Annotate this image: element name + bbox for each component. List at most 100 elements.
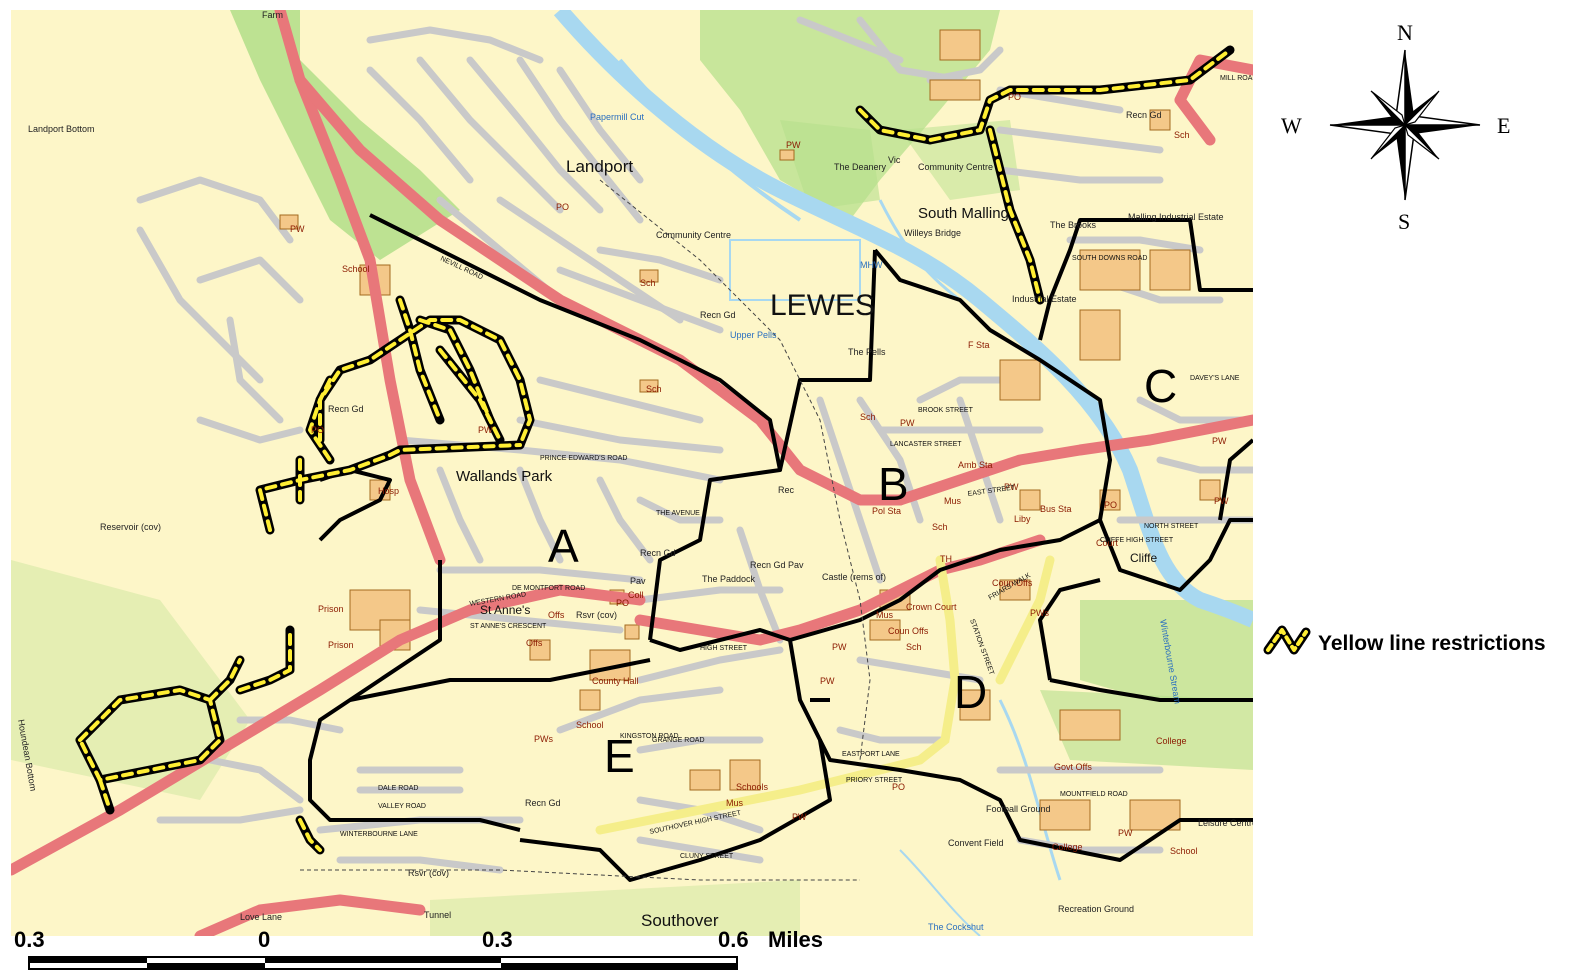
street-brook-street: BROOK STREET [918, 407, 974, 414]
street-daveys-lane: DAVEY'S LANE [1190, 375, 1240, 382]
label-th: TH [940, 554, 952, 564]
street-dale-road: DALE ROAD [378, 785, 418, 792]
label-pw-6: PW [1004, 482, 1019, 492]
label-sch-2: Sch [646, 384, 662, 394]
label-po-1: PO [556, 202, 569, 212]
label-po-3: PO [616, 598, 629, 608]
label-leisure-centre: Leisure Centre [1198, 818, 1257, 828]
label-school-1: School [342, 264, 370, 274]
label-bus-sta: Bus Sta [1040, 504, 1072, 514]
label-rsvr: Rsvr (cov) [408, 868, 449, 878]
label-the-cockshut: The Cockshut [928, 922, 984, 932]
label-recreation-ground: Recreation Ground [1058, 904, 1134, 914]
label-the-paddock: The Paddock [702, 574, 756, 584]
label-po-6: PO [1008, 92, 1021, 102]
label-lewes: LEWES [770, 289, 875, 322]
street-south-downs-road: SOUTH DOWNS ROAD [1072, 255, 1147, 262]
label-the-deanery: The Deanery [834, 162, 887, 172]
compass-rose: N S E W [1281, 20, 1510, 234]
label-football-ground: Football Ground [986, 804, 1051, 814]
zone-labels: A B C D E [548, 360, 1177, 782]
label-pw-9: PW [832, 642, 847, 652]
label-community-centre-malling: Community Centre [918, 162, 993, 172]
southover-high-street [595, 555, 1055, 835]
street-mountfield-road: MOUNTFIELD ROAD [1060, 791, 1128, 798]
label-pw-5: PW [900, 418, 915, 428]
label-pw-10: PW [820, 676, 835, 686]
label-rsvr-a: Rsvr (cov) [576, 610, 617, 620]
label-willeys-bridge: Willeys Bridge [904, 228, 961, 238]
label-recn-gd-pav: Recn Gd Pav [750, 560, 804, 570]
major-roads [11, 10, 1253, 936]
railway [300, 179, 871, 881]
label-community-centre: Community Centre [656, 230, 731, 240]
zone-d: D [954, 666, 987, 718]
zone-c: C [1144, 360, 1177, 412]
street-high-street: HIGH STREET [700, 645, 748, 652]
label-wallands-park: Wallands Park [456, 468, 553, 485]
street-the-avenue: THE AVENUE [656, 510, 700, 517]
label-govt-offs: Govt Offs [1054, 762, 1092, 772]
zone-boundaries [308, 213, 1253, 882]
label-court: Court [1096, 538, 1119, 548]
place-labels: Landport LEWES South Malling Wallands Pa… [456, 157, 1157, 930]
label-mhw: MHW [860, 260, 883, 270]
street-winterbourne-lane: WINTERBOURNE LANE [340, 831, 418, 838]
label-the-pells: The Pells [848, 347, 886, 357]
map-background [11, 10, 1253, 936]
label-college-2: College [1052, 842, 1083, 852]
label-po-5: PO [1104, 500, 1117, 510]
compass-w: W [1281, 113, 1302, 138]
label-school-3: School [1170, 846, 1198, 856]
street-cluny-street: CLUNY STREET [680, 853, 734, 860]
yellow-line-restrictions [75, 45, 1235, 855]
legend: Yellow line restrictions [1263, 625, 1546, 655]
label-amb-sta: Amb Sta [958, 460, 993, 470]
label-sch-1: Sch [640, 278, 656, 288]
label-po-2: PO [311, 425, 324, 435]
label-coun-offs-1: Coun Offs [888, 626, 929, 636]
label-pw-8: PW [1214, 496, 1229, 506]
label-hosp: Hosp [378, 486, 399, 496]
yellow-line-legend-icon [1263, 625, 1311, 655]
street-de-montfort: DE MONTFORT ROAD [512, 585, 585, 592]
label-college-1: College [1156, 736, 1187, 746]
compass-n: N [1397, 20, 1413, 45]
label-pws-2: PWs [1030, 608, 1049, 618]
scale-seg-4 [501, 963, 737, 969]
label-pw-7: PW [1212, 436, 1227, 446]
street-priory-street: PRIORY STREET [846, 777, 903, 784]
zone-a: A [548, 520, 579, 572]
label-castle: Castle (rems of) [822, 572, 886, 582]
label-recn-gd-malling: Recn Gd [1126, 110, 1162, 120]
label-industrial-estate: Industrial Estate [1012, 294, 1077, 304]
label-upper-pells: Upper Pells [730, 330, 777, 340]
label-po-4: PO [892, 782, 905, 792]
street-prince-edwards: PRINCE EDWARD'S ROAD [540, 455, 627, 462]
label-coun-offs-2: Coun Offs [992, 578, 1033, 588]
label-pw-2: PW [478, 425, 493, 435]
zone-e: E [604, 730, 635, 782]
scale-tick-4: 0.6 [718, 927, 749, 952]
compass-star-icon [1329, 49, 1481, 201]
street-eastport-lane: EASTPORT LANE [842, 751, 900, 758]
label-sch-6: Sch [1174, 130, 1190, 140]
label-tunnel: Tunnel [424, 910, 451, 920]
label-school-2: School [576, 720, 604, 730]
label-farm: Farm [262, 10, 283, 20]
street-north-street: NORTH STREET [1144, 523, 1199, 530]
label-recn-gd-w: Recn Gd [328, 404, 364, 414]
compass-e: E [1497, 113, 1510, 138]
scale-seg-3 [265, 957, 501, 963]
compass-s: S [1398, 209, 1410, 234]
street-grange-road: GRANGE ROAD [652, 737, 705, 744]
label-mus-1: Mus [726, 798, 744, 808]
building-labels: School PW PO Recn Gd PO PW Hosp Prison P… [290, 92, 1229, 856]
label-prison-1: Prison [318, 604, 344, 614]
street-st-annes-crescent: ST ANNE'S CRESCENT [470, 623, 547, 630]
label-pol-sta: Pol Sta [872, 506, 901, 516]
label-recn-gd: Recn Gd [700, 310, 736, 320]
scale-seg-2 [147, 963, 265, 969]
label-pav: Pav [630, 576, 646, 586]
